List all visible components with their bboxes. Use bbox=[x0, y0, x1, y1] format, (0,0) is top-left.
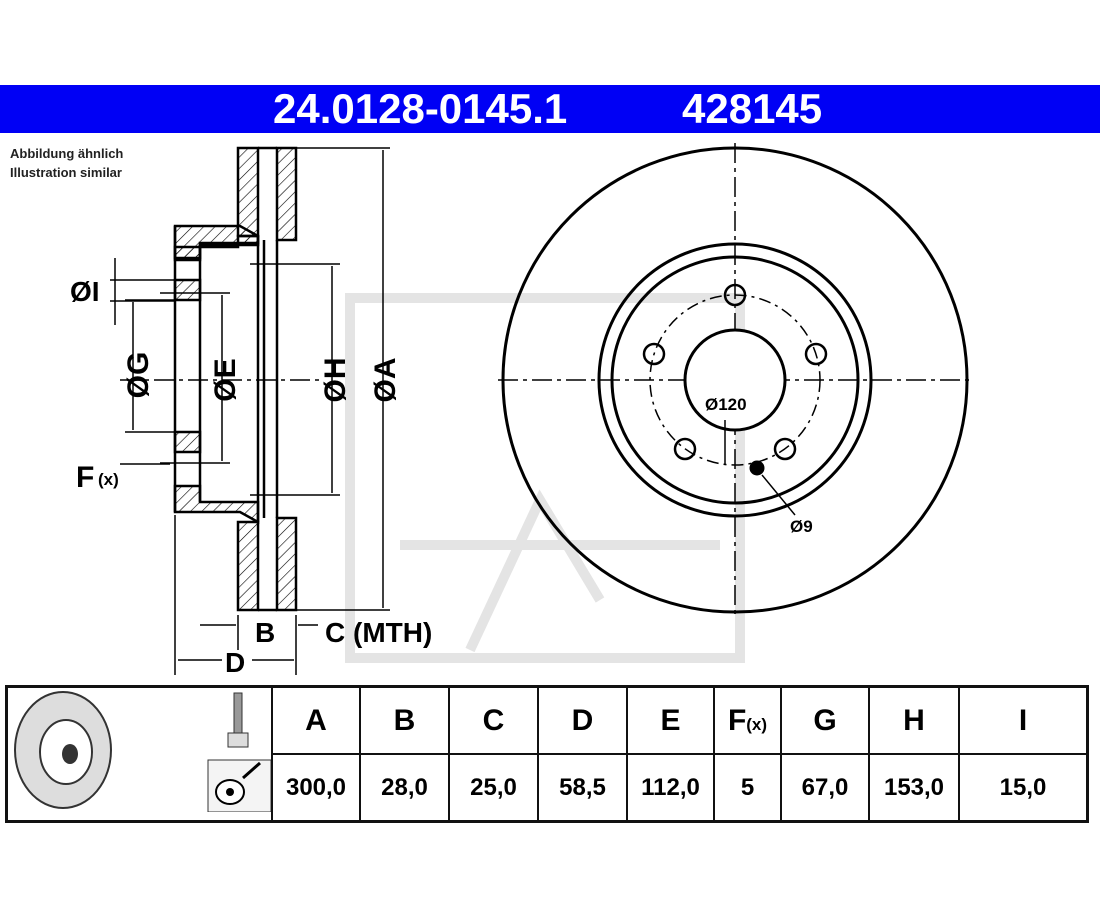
header-c: C bbox=[448, 685, 539, 755]
spec-table: A B C D E F(x) G H I 300,0 28,0 25,0 58,… bbox=[5, 685, 1089, 823]
header-f: F(x) bbox=[713, 685, 782, 755]
value-f: 5 bbox=[713, 753, 782, 823]
header-d: D bbox=[537, 685, 628, 755]
header-b: B bbox=[359, 685, 450, 755]
label-f: F bbox=[76, 461, 94, 494]
short-number: 428145 bbox=[682, 85, 823, 132]
label-h: ØH bbox=[319, 358, 352, 403]
front-view: Ø120 Ø9 bbox=[498, 143, 972, 617]
value-b: 28,0 bbox=[359, 753, 450, 823]
disc-thumbnail-icon bbox=[14, 691, 272, 813]
product-image-cell bbox=[5, 685, 273, 823]
note-en: Illustration similar bbox=[10, 165, 122, 180]
header-i: I bbox=[958, 685, 1089, 755]
header-g: G bbox=[780, 685, 870, 755]
label-d: D bbox=[225, 647, 245, 678]
value-e: 112,0 bbox=[626, 753, 715, 823]
header-e: E bbox=[626, 685, 715, 755]
watermark-logo bbox=[345, 293, 745, 663]
value-h: 153,0 bbox=[868, 753, 960, 823]
illustration-note: Abbildung ähnlich Illustration similar bbox=[10, 144, 123, 182]
value-g: 67,0 bbox=[780, 753, 870, 823]
value-i: 15,0 bbox=[958, 753, 1089, 823]
part-number: 24.0128-0145.1 bbox=[273, 85, 568, 132]
value-a: 300,0 bbox=[271, 753, 361, 823]
note-de: Abbildung ähnlich bbox=[10, 146, 124, 161]
bolt-holes bbox=[642, 283, 828, 461]
header-a: A bbox=[271, 685, 361, 755]
label-g: ØG bbox=[122, 352, 155, 399]
label-b: B bbox=[255, 617, 275, 648]
header-bar: 24.0128-0145.1 428145 bbox=[0, 85, 1100, 133]
header-h: H bbox=[868, 685, 960, 755]
value-c: 25,0 bbox=[448, 753, 539, 823]
header-f-letter: F bbox=[727, 703, 747, 737]
header-f-suffix: (x) bbox=[746, 714, 768, 734]
label-a: ØA bbox=[369, 358, 402, 403]
label-pcd: Ø120 bbox=[705, 395, 747, 414]
label-c: C (MTH) bbox=[325, 617, 432, 648]
label-e: ØE bbox=[209, 358, 242, 401]
label-fx: (x) bbox=[98, 470, 119, 489]
side-section-view: ØA ØH ØE ØG ØI F (x) B C (MTH) D bbox=[70, 146, 432, 678]
technical-drawing: ØA ØH ØE ØG ØI F (x) B C (MTH) D Ø120 Ø9 bbox=[70, 143, 972, 678]
value-d: 58,5 bbox=[537, 753, 628, 823]
label-hole: Ø9 bbox=[790, 517, 813, 536]
label-i: ØI bbox=[70, 276, 100, 307]
